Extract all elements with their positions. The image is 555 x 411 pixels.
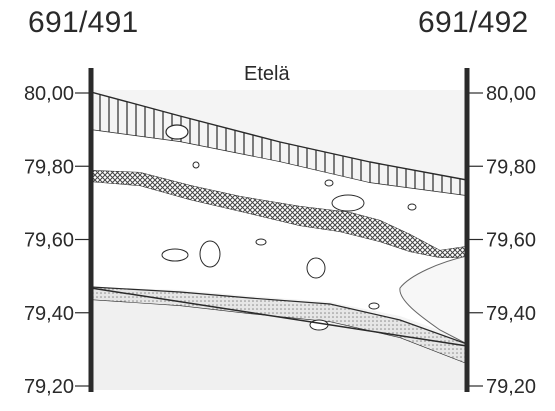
- stone: [407, 203, 417, 211]
- elevation-ticks: 80,00 80,00 79,80 79,80 79,60 79,60 79,40 79,40…: [24, 83, 536, 398]
- stone: [199, 240, 221, 268]
- lower-sand-layer: [91, 182, 467, 340]
- right-tick-label: 80,00: [486, 83, 536, 105]
- left-tick-label: 79,40: [24, 303, 74, 325]
- lower-boundary-line: [90, 287, 468, 347]
- right-tick-label: 79,80: [486, 156, 536, 178]
- left-tick-label: 79,80: [24, 156, 74, 178]
- stone: [255, 238, 267, 246]
- left-tick-label: 79,20: [24, 376, 74, 398]
- stone: [192, 161, 200, 169]
- stone: [306, 257, 326, 279]
- left-tick-label: 80,00: [24, 83, 74, 105]
- base-layer: [91, 300, 467, 390]
- light-sand-layer: [91, 130, 467, 250]
- right-profile-code: 691/492: [418, 6, 529, 39]
- left-tick-label: 79,60: [24, 230, 74, 252]
- direction-label: Etelä: [244, 63, 290, 85]
- right-tick-label: 79,40: [486, 303, 536, 325]
- stone: [161, 248, 189, 262]
- stone: [331, 194, 365, 212]
- right-lens: [399, 255, 467, 345]
- stone: [368, 302, 380, 310]
- stone: [324, 179, 334, 187]
- stone: [165, 124, 189, 140]
- left-profile-code: 691/491: [28, 6, 139, 39]
- right-tick-label: 79,20: [486, 376, 536, 398]
- right-tick-label: 79,60: [486, 230, 536, 252]
